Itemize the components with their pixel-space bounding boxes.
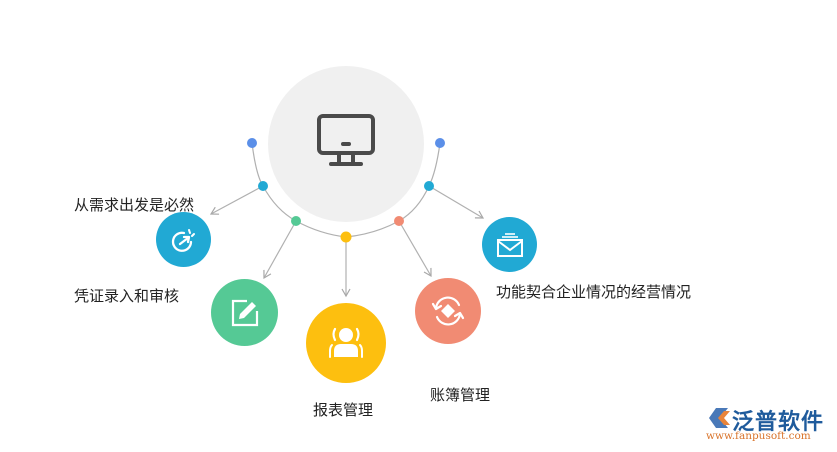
node-ledger [415, 278, 481, 344]
logo-name: 泛普软件 [732, 410, 825, 435]
node-business [482, 217, 537, 272]
speed-arrow-icon [171, 228, 195, 252]
node-label-business: 功能契合企业情况的经营情况 [496, 283, 692, 301]
node-voucher [211, 279, 278, 346]
mail-icon [496, 232, 523, 257]
edit-icon [231, 299, 258, 326]
arc-dot [394, 216, 404, 226]
arc-dot [258, 181, 268, 191]
node-label-report: 报表管理 [313, 401, 374, 419]
arc-dot [435, 138, 445, 148]
arc-dot [340, 231, 352, 243]
center-hub [268, 66, 424, 222]
brand-logo: 泛普软件 www.fanpusoft.com [706, 404, 832, 446]
node-label-ledger: 账簿管理 [430, 386, 491, 404]
node-label-need: 从需求出发是必然 [74, 196, 195, 214]
monitor-icon [317, 114, 375, 166]
node-need [156, 212, 211, 267]
logo-url: www.fanpusoft.com [706, 430, 811, 442]
refresh-icon [431, 296, 465, 326]
logo-mark-icon [709, 408, 730, 428]
arc-dot [247, 138, 257, 148]
arc-dot [424, 181, 434, 191]
node-report [306, 303, 386, 383]
user-icon [329, 327, 363, 358]
node-label-voucher: 凭证录入和审核 [74, 287, 180, 305]
arc-dot [291, 216, 301, 226]
